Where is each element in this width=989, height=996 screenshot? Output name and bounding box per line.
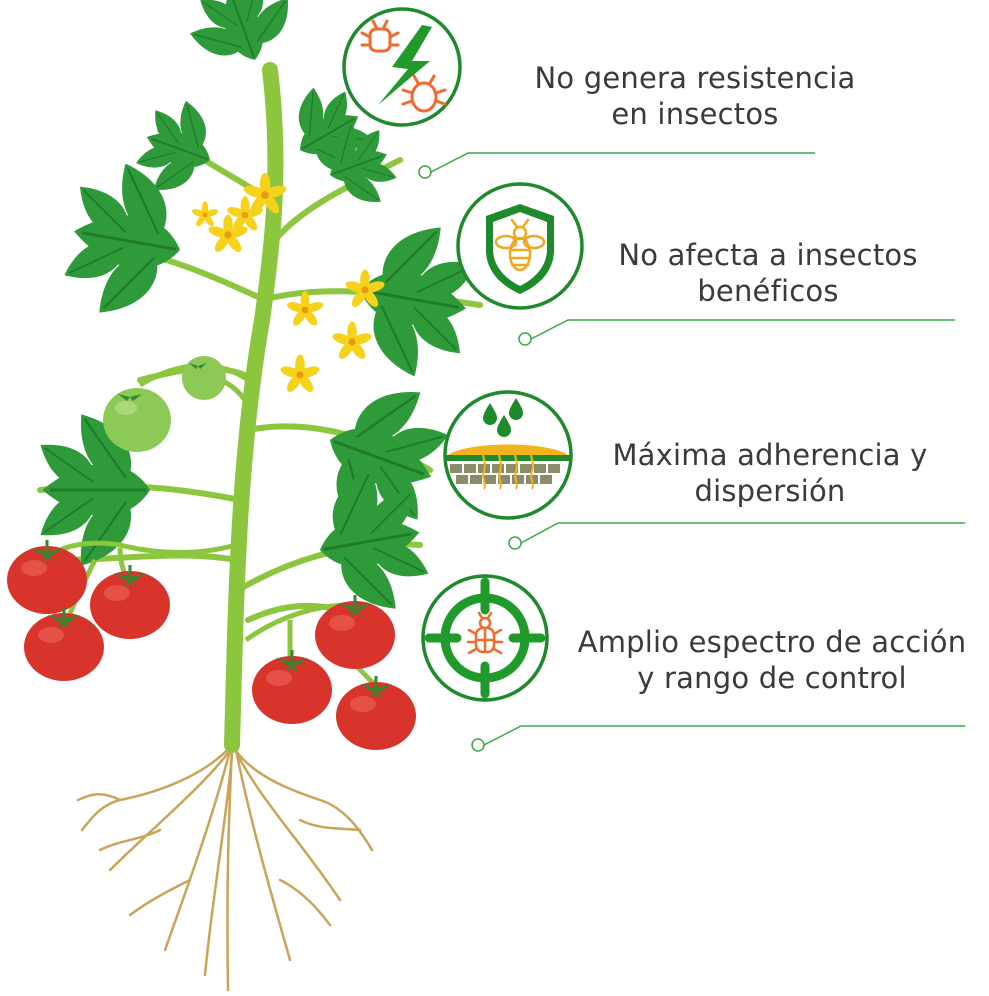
main-stem (224, 62, 284, 753)
benefit-line: No genera resistencia (534, 61, 856, 95)
connector-lines (418, 152, 965, 752)
benefit-text-resistance: No genera resistencia en insectos (490, 60, 900, 132)
flowers (191, 172, 386, 395)
roots (76, 743, 374, 992)
red-tomatoes (5, 538, 418, 752)
benefit-line: dispersión (694, 474, 846, 508)
benefit-text-beneficial-insects: No afecta a insectos benéficos (588, 237, 948, 309)
benefit-line: en insectos (611, 97, 779, 131)
benefit-line: benéficos (697, 274, 839, 308)
lightning-bug-icon (342, 7, 462, 127)
benefit-text-adhesion: Máxima adherencia y dispersión (590, 437, 950, 509)
benefit-line: y rango de control (637, 661, 907, 695)
bee-shield-icon (456, 182, 584, 310)
target-bug-icon (421, 574, 549, 702)
benefit-text-spectrum: Amplio espectro de acción y rango de con… (552, 624, 989, 696)
green-tomatoes (103, 356, 250, 452)
benefit-line: No afecta a insectos (618, 238, 918, 272)
benefit-line: Amplio espectro de acción (577, 625, 967, 659)
adhesion-droplets-icon (443, 390, 573, 520)
benefit-line: Máxima adherencia y (612, 438, 928, 472)
